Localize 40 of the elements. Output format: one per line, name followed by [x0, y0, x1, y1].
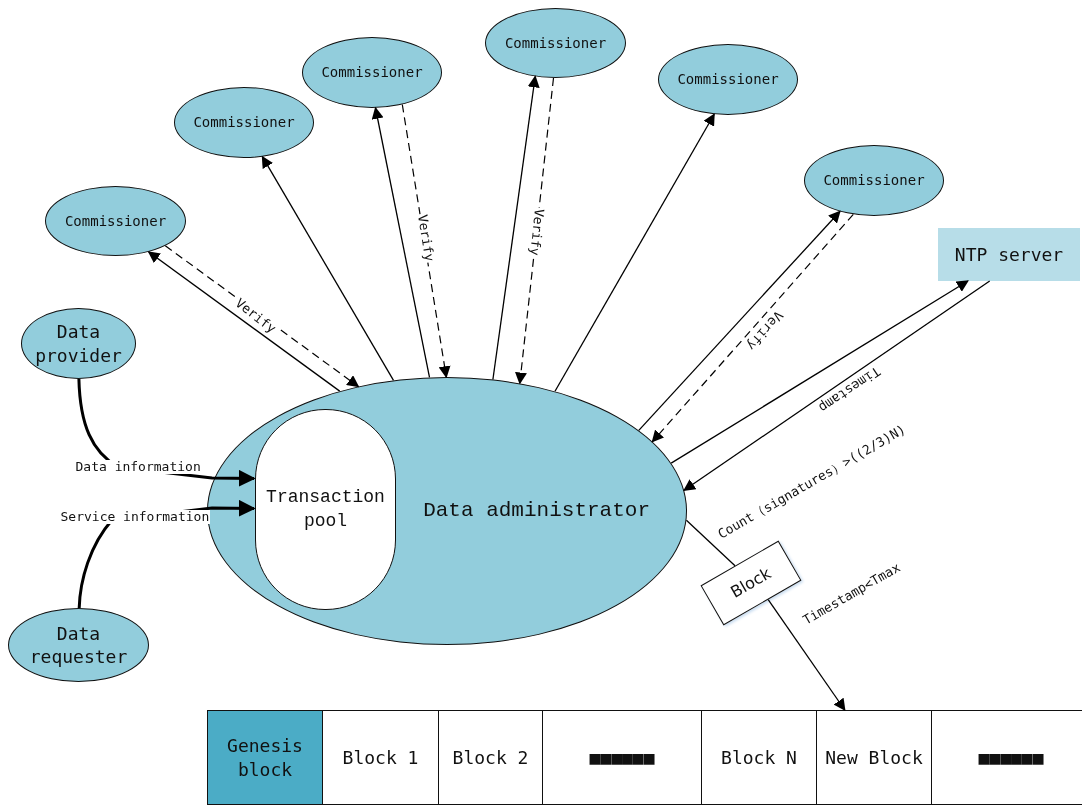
node-label: New Block: [825, 745, 923, 770]
arrow: [638, 210, 841, 432]
arrow: [670, 280, 969, 464]
server-box: [938, 228, 1080, 281]
connector-line: [685, 519, 736, 567]
chain-block: [207, 710, 323, 805]
node-label: Commissioner: [504, 33, 607, 53]
chain-block: [931, 710, 1082, 805]
chain-block: [701, 710, 817, 805]
node-label: Block 2: [452, 745, 529, 770]
chain-block: [816, 710, 932, 805]
chain-block: [438, 710, 543, 805]
chain-block: [322, 710, 439, 805]
node-label: ■■■■■■: [978, 745, 1044, 770]
node-label: Commissioner: [64, 211, 167, 231]
edge-label: Verify: [526, 207, 546, 258]
node-label: Commissioner: [193, 113, 295, 132]
node-label: Commissioner: [321, 63, 423, 82]
arrow: [147, 251, 341, 392]
node-label: Genesis block: [226, 734, 304, 781]
node-label: Block 1: [342, 745, 419, 770]
node-label: NTP server: [954, 242, 1064, 267]
arrow: [554, 113, 715, 392]
arrow: [371, 106, 431, 379]
dashed-arrow: [651, 213, 854, 443]
edge-label: Data information: [74, 460, 202, 475]
node-label: Commissioner: [677, 70, 779, 89]
arrow: [261, 155, 395, 382]
arrow: [683, 280, 991, 491]
node-label: Transaction pool: [265, 486, 386, 533]
arrow: [492, 75, 540, 381]
node-label: Data requester: [28, 621, 129, 669]
node-label: Data administrator: [423, 498, 650, 525]
edge-label: Service information: [59, 510, 211, 525]
node-label: ■■■■■■: [589, 745, 655, 770]
node-label: Block N: [721, 745, 797, 770]
node-label: Data provider: [34, 320, 123, 367]
chain-block: [542, 710, 702, 805]
node-label: Commissioner: [823, 171, 925, 190]
arrow: [767, 598, 846, 711]
